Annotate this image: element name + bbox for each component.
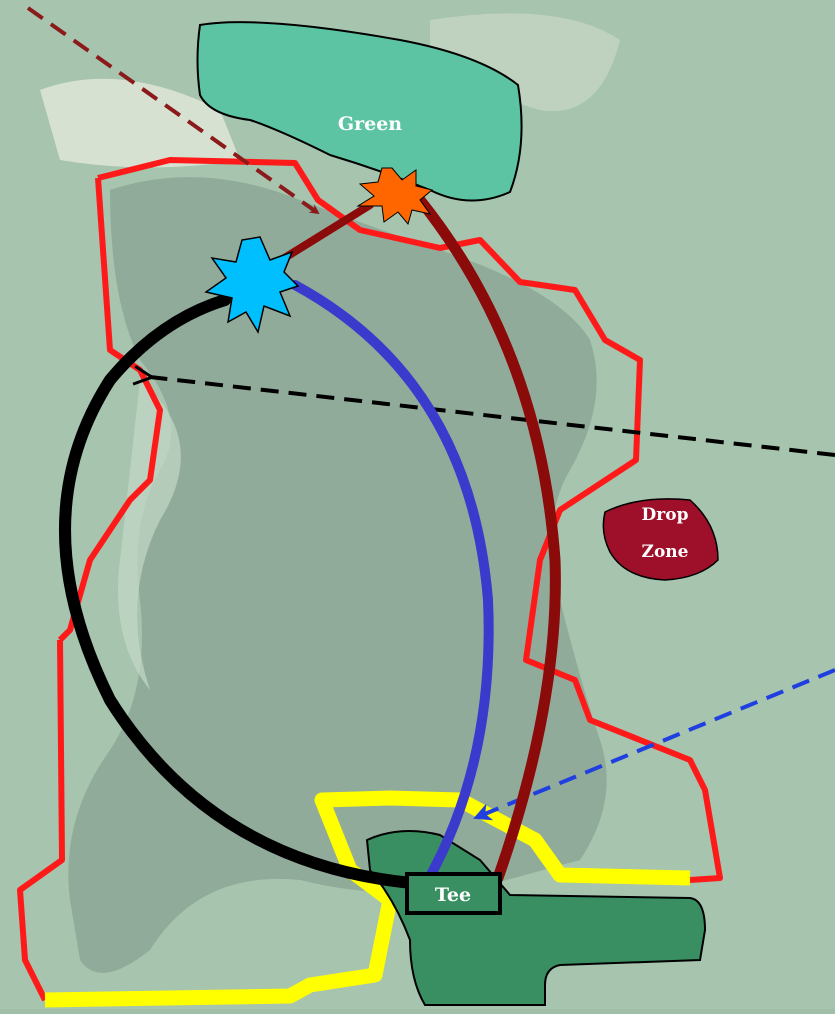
drop-zone-label-line2: Zone — [642, 542, 689, 562]
out-of-bounds-line — [44, 790, 691, 1008]
green-label: Green — [338, 113, 402, 135]
dark-red-connector-path — [274, 201, 374, 266]
dark-red-dashed-arrow — [26, 6, 320, 215]
light-patch — [40, 78, 240, 168]
blue-shot-path — [290, 280, 494, 885]
orange-landing-star — [356, 167, 434, 226]
blue-dashed-arrow — [473, 668, 835, 821]
dark-red-shot-path — [414, 194, 561, 884]
tee-marker-box — [405, 872, 502, 915]
blue-landing-star — [204, 236, 300, 334]
tee-label: Tee — [435, 884, 471, 906]
drop-zone — [602, 498, 719, 581]
black-dashed-arrow — [150, 377, 835, 457]
drop-zone-label-line1: Drop — [642, 505, 689, 525]
putting-green — [196, 21, 523, 202]
light-strip — [118, 380, 181, 690]
light-patch — [430, 13, 620, 112]
black-shot-path — [59, 294, 446, 891]
